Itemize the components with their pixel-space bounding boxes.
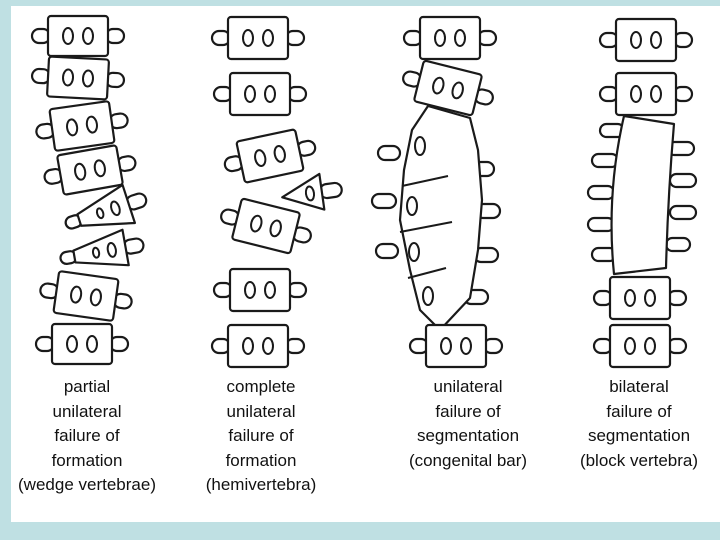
vertebra <box>592 323 688 369</box>
caption-line: bilateral <box>609 377 669 396</box>
caption-line: unilateral <box>226 401 296 421</box>
caption-congenital-bar: unilateral failure of segmentation (cong… <box>383 375 553 473</box>
caption-line: (block vertebra) <box>579 450 699 470</box>
vertebra <box>598 17 694 63</box>
wedge-vertebra <box>59 228 145 267</box>
vertebra <box>592 275 688 321</box>
vertebra <box>210 15 306 61</box>
vertebra <box>34 322 130 366</box>
vertebra <box>220 197 312 255</box>
caption-block-vertebra: bilateral failure of segmentation (block… <box>554 375 720 473</box>
caption-line: failure of <box>228 426 294 445</box>
vertebra <box>210 323 306 369</box>
caption-line: segmentation <box>416 426 520 445</box>
vertebra <box>212 267 308 313</box>
caption-hemivertebra: complete unilateral failure of formation… <box>176 375 346 498</box>
spine-block-vertebra <box>586 17 698 369</box>
caption-line: unilateral <box>52 401 122 421</box>
vertebra <box>30 55 126 101</box>
caption-line: (wedge vertebrae) <box>18 475 156 494</box>
vertebra <box>39 270 133 322</box>
spine-hemivertebra <box>210 15 343 369</box>
vertebra <box>223 128 317 184</box>
spine-congenital-bar <box>370 15 504 369</box>
vertebra <box>43 144 137 196</box>
caption-line: failure of <box>54 426 120 445</box>
vertebra <box>598 71 694 117</box>
spine-wedge-vertebrae <box>30 14 148 366</box>
wedge-vertebra <box>64 183 148 230</box>
caption-line: unilateral <box>433 377 503 396</box>
caption-line: (congenital bar) <box>408 450 528 470</box>
figure-frame <box>11 6 720 522</box>
hemivertebra <box>281 172 343 211</box>
caption-line: failure of <box>435 401 501 421</box>
caption-line: partial <box>63 377 111 396</box>
vertebra <box>402 59 494 117</box>
caption-line: (hemivertebra) <box>205 475 317 494</box>
vertebra <box>35 100 129 152</box>
congenital-bar-segment <box>398 104 484 332</box>
vertebra <box>212 71 308 117</box>
vertebrae-diagram <box>30 14 698 369</box>
caption-line: formation <box>225 450 297 470</box>
caption-line: failure of <box>606 401 672 421</box>
vertebra <box>402 15 498 61</box>
vertebra <box>408 323 504 369</box>
caption-line: formation <box>51 450 123 470</box>
caption-wedge-vertebrae: partial unilateral failure of formation … <box>2 375 172 498</box>
caption-line: complete <box>226 377 296 396</box>
caption-line: segmentation <box>587 426 691 445</box>
vertebra <box>30 14 126 58</box>
block-vertebra <box>610 114 676 276</box>
